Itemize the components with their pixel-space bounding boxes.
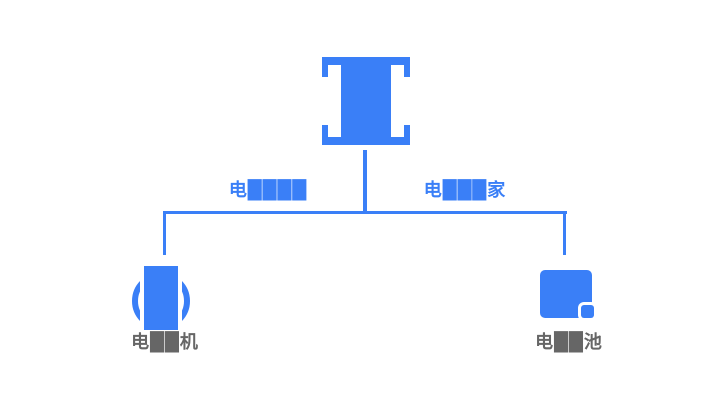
charging-station-icon[interactable]	[322, 57, 410, 145]
icon-corner-bracket	[404, 65, 410, 77]
edge-label-left: 电████	[228, 180, 308, 201]
icon-corner-bracket	[322, 65, 328, 77]
battery-corner-tab	[581, 305, 594, 318]
connector-stem-line	[363, 150, 367, 212]
battery-icon[interactable]	[540, 270, 598, 320]
icon-core-square	[341, 65, 391, 137]
icon-corner-bracket	[322, 125, 328, 137]
icon-top-bar	[322, 57, 410, 65]
connector-right-drop-line	[563, 213, 566, 255]
node-label-left: 电██机	[131, 332, 199, 353]
generator-core	[144, 266, 178, 330]
edge-label-right: 电███家	[423, 180, 507, 201]
connector-left-drop-line	[163, 213, 166, 255]
generator-icon[interactable]	[132, 266, 192, 330]
node-label-right: 电██池	[535, 332, 603, 353]
icon-bottom-bar	[322, 137, 410, 145]
connector-horizontal-line	[163, 211, 567, 214]
icon-corner-bracket	[404, 125, 410, 137]
